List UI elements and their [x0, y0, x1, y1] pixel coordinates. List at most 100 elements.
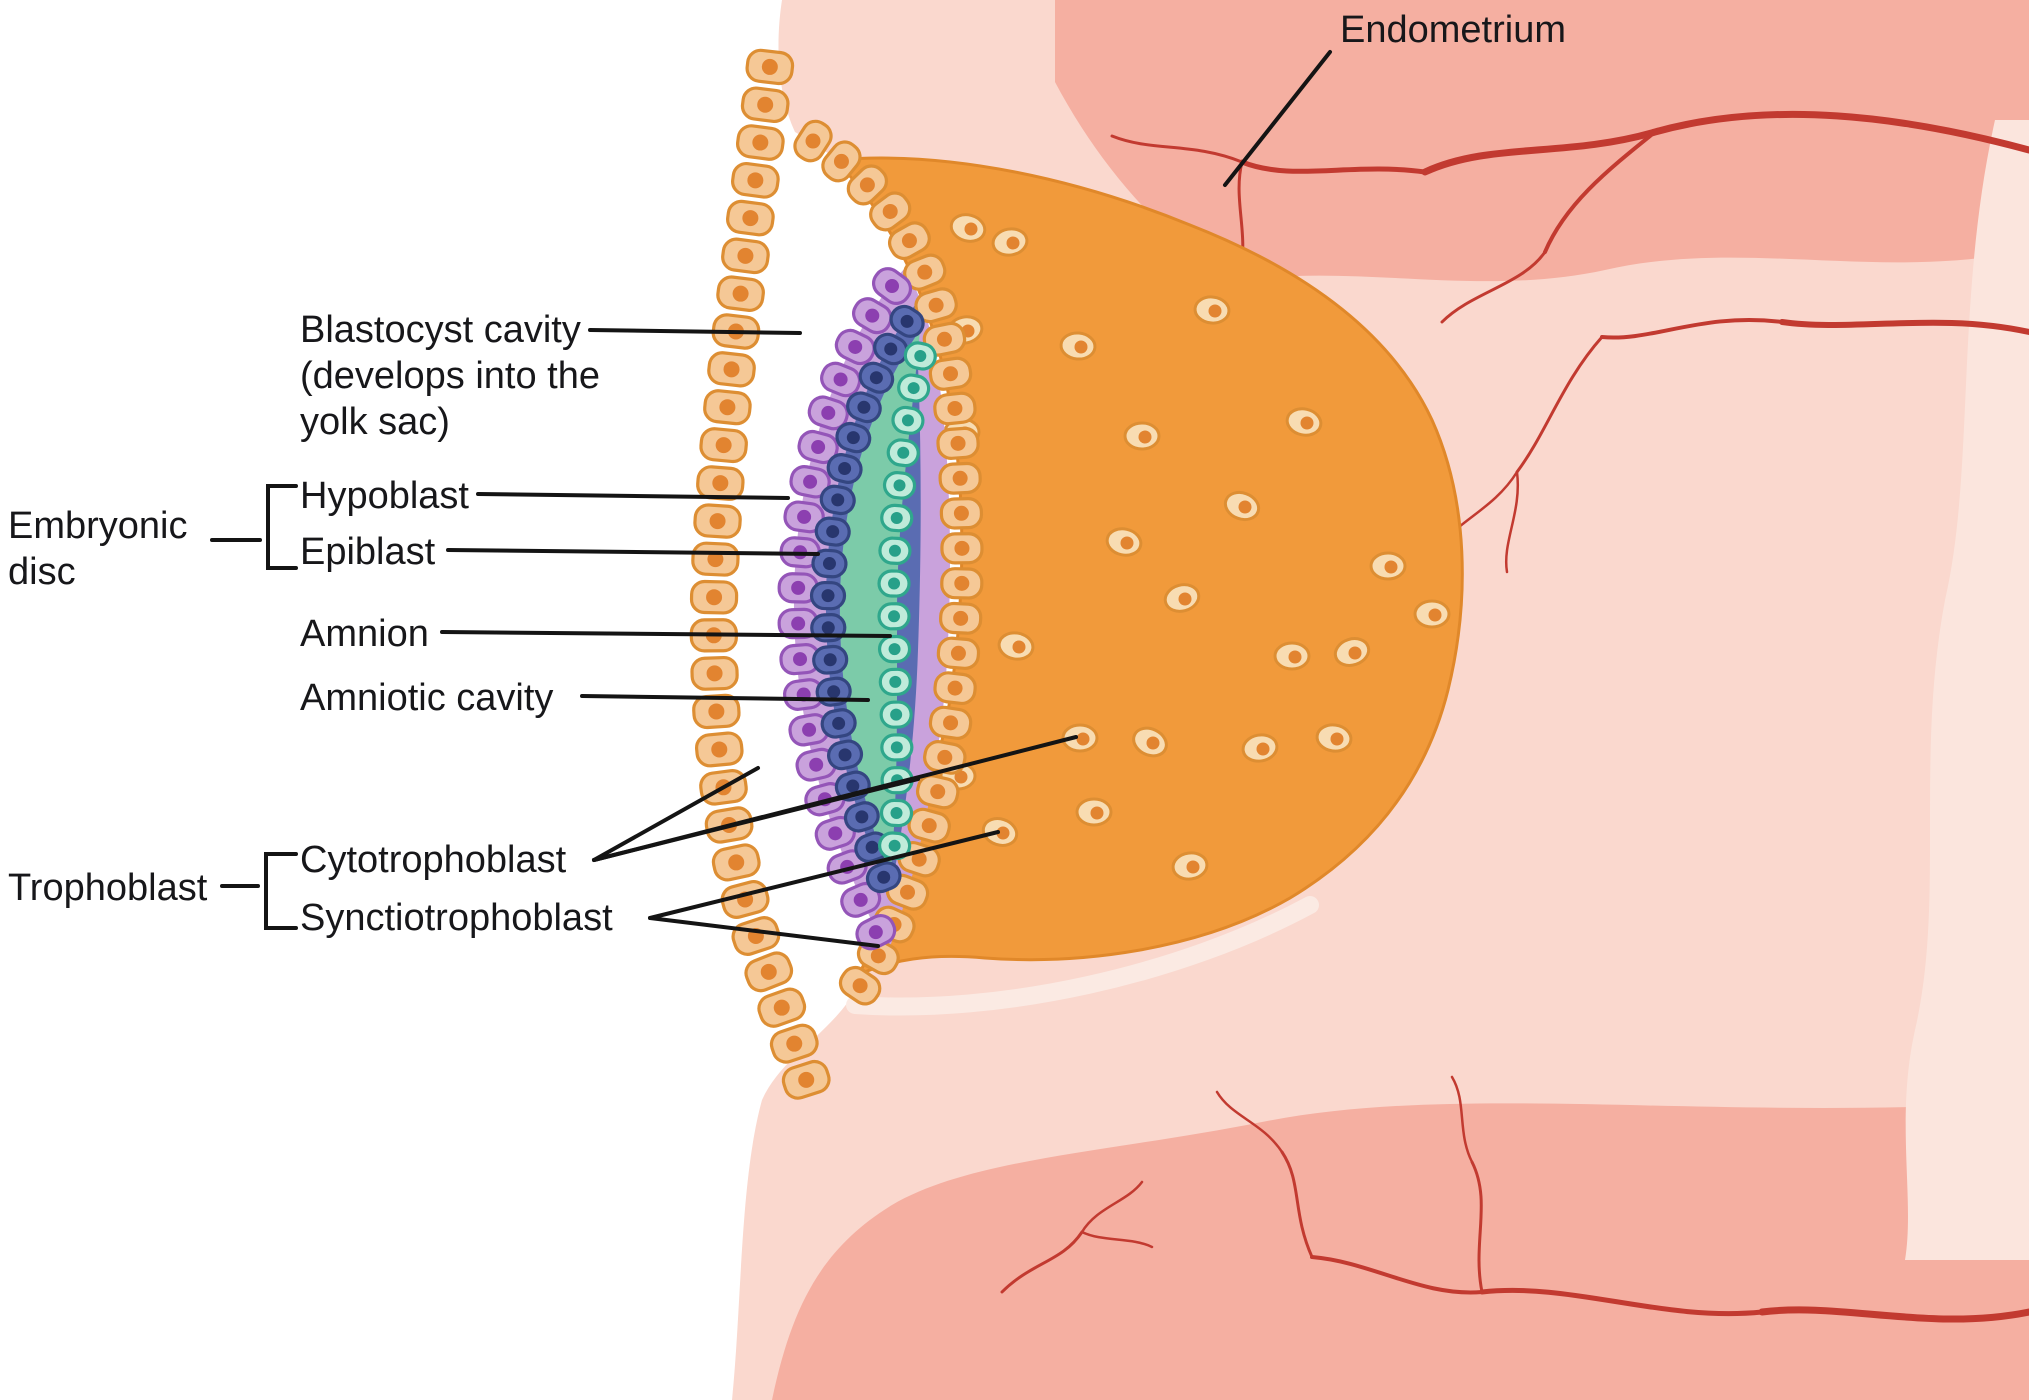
cell-nucleus [1006, 236, 1020, 250]
cell-nucleus [947, 400, 963, 416]
blood-vessel [1215, 1090, 1284, 1154]
cell-nucleus [706, 665, 723, 682]
cell-nucleus [885, 279, 900, 294]
blood-vessel [1450, 1075, 1474, 1164]
cell-nucleus [911, 851, 927, 867]
endometrium-dark-patch-top [1055, 0, 2029, 282]
blood-vessel [1543, 130, 1657, 254]
cell-nucleus [805, 133, 821, 149]
cell-nucleus [711, 741, 728, 758]
cell-nucleus [803, 474, 818, 489]
blood-vessel [1758, 1306, 2029, 1323]
blastocyst-cavity-label-line1: Blastocyst cavity [300, 309, 581, 351]
cell-nucleus [1348, 646, 1362, 660]
cell-layers [689, 48, 984, 1100]
cell-nucleus [1428, 608, 1442, 622]
blood-vessel [1080, 1230, 1154, 1249]
cell-nucleus [802, 722, 817, 737]
cell-nucleus [996, 826, 1010, 840]
cell-nucleus [1012, 640, 1026, 654]
cell-nucleus [1384, 560, 1398, 574]
cell-nucleus [888, 839, 901, 852]
cytotrophoblast-inner-layer [793, 119, 984, 1006]
cell-nucleus [1330, 732, 1344, 746]
amnion-label: Amnion [300, 613, 429, 655]
cell-nucleus [947, 680, 963, 696]
syncytiotrophoblast-scattered-cells [939, 213, 1451, 881]
cell-nucleus [786, 1035, 803, 1052]
cell-nucleus [728, 854, 745, 871]
cell-nucleus [855, 810, 869, 824]
cell-nucleus [865, 840, 879, 854]
cell-nucleus [888, 610, 901, 623]
cell-nucleus [901, 233, 917, 249]
blood-vessel [1470, 1160, 1484, 1294]
cell-nucleus [752, 134, 769, 151]
cell-nucleus [709, 513, 726, 530]
cell-nucleus [708, 703, 725, 720]
cell-nucleus [917, 264, 933, 280]
blood-vessel [1421, 110, 2029, 176]
cell-nucleus [943, 715, 959, 731]
tissue-highlight-streak [846, 896, 1319, 1016]
endometrium-leader-line [1223, 50, 1332, 187]
cell-nucleus [1178, 592, 1192, 606]
blood-vessel [1239, 159, 1428, 175]
cell-nucleus [1120, 536, 1134, 550]
cell-nucleus [1186, 860, 1200, 874]
cell-nucleus [882, 203, 898, 219]
cell-nucleus [833, 153, 849, 169]
cell-nucleus [890, 741, 903, 754]
cell-nucleus [723, 361, 740, 378]
cell-nucleus [773, 999, 790, 1016]
cell-nucleus [747, 172, 764, 189]
blastocyst-cavity-label-line2: (develops into the [300, 355, 600, 397]
cell-nucleus [823, 653, 837, 667]
blastocyst-cavity-leader-line [588, 328, 802, 335]
blood-vessel [1280, 1150, 1314, 1259]
cell-nucleus [884, 342, 898, 356]
cell-nucleus [868, 925, 883, 940]
cell-nucleus [712, 475, 729, 492]
cell-nucleus [888, 643, 901, 656]
cell-nucleus [1208, 304, 1222, 318]
synctiotrophoblast-leader-line-1 [648, 830, 1000, 920]
cell-nucleus [928, 297, 944, 313]
cell-nucleus [827, 685, 841, 699]
cell-nucleus [832, 716, 846, 730]
cell-nucleus [1300, 416, 1314, 430]
epiblast-cells [809, 304, 925, 894]
cell-nucleus [848, 339, 863, 354]
embryonic-disc-label-line1: Embryonic [8, 505, 188, 547]
epiblast-label: Epiblast [300, 531, 436, 573]
cell-nucleus [950, 435, 966, 451]
cell-nucleus [921, 818, 937, 834]
endometrium-dark-patch-bottom [772, 1102, 2029, 1400]
blood-vessel [1000, 1230, 1084, 1294]
cell-nucleus [822, 557, 836, 571]
cell-nucleus [1256, 742, 1270, 756]
cell-nucleus [943, 366, 959, 382]
cell-nucleus [890, 806, 903, 819]
cell-nucleus [952, 470, 968, 486]
cell-nucleus [737, 247, 754, 264]
cell-nucleus [937, 749, 953, 765]
amnion-cells [877, 341, 937, 861]
cell-nucleus [1076, 732, 1090, 746]
cell-nucleus [936, 331, 952, 347]
cell-nucleus [838, 748, 852, 762]
blood-vessel [1779, 319, 2029, 335]
cell-nucleus [852, 978, 868, 994]
cell-nucleus [757, 96, 774, 113]
blood-vessel [1504, 470, 1520, 574]
cell-nucleus [1074, 340, 1088, 354]
cytotrophoblast-leader-line-3 [592, 735, 1078, 862]
cell-nucleus [732, 285, 749, 302]
cell-nucleus [907, 382, 920, 395]
cell-nucleus [859, 177, 875, 193]
cell-nucleus [857, 400, 871, 414]
cell-nucleus [954, 575, 970, 591]
cell-nucleus [846, 431, 860, 445]
blood-vessel [1440, 250, 1547, 324]
amniotic-cavity-leader-line [580, 694, 870, 702]
